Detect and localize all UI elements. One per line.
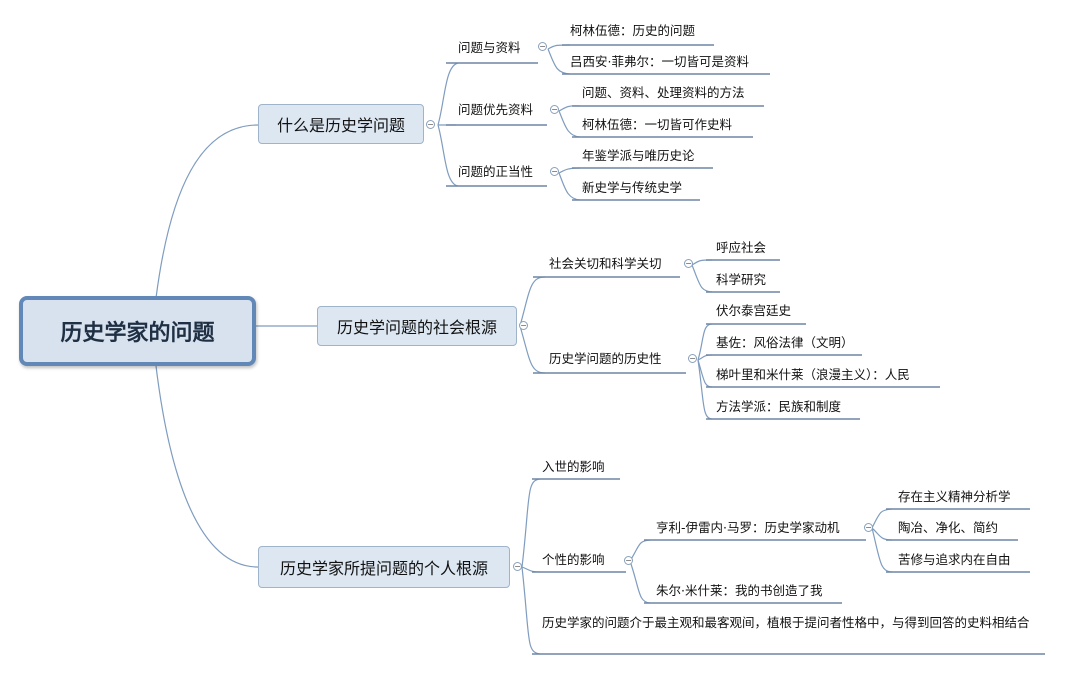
node-social-scientific-concern[interactable]: 社会关切和科学关切 — [549, 256, 662, 271]
node-cultivate-purify-simplify[interactable]: 陶冶、净化、简约 — [898, 520, 999, 535]
node-guizot-civilization[interactable]: 基佐：风俗法律（文明） — [716, 335, 854, 350]
node-personality-influence[interactable]: 个性的影响 — [542, 552, 605, 567]
collapse-toggle-icon[interactable]: − — [688, 354, 697, 363]
node-collingwood-history-question[interactable]: 柯林伍德：历史的问题 — [570, 23, 696, 38]
collapse-toggle-icon[interactable]: − — [426, 120, 435, 129]
collapse-toggle-icon[interactable]: − — [624, 556, 633, 565]
collapse-toggle-icon[interactable]: − — [684, 259, 693, 268]
node-michelet-books-made-me[interactable]: 朱尔·米什莱：我的书创造了我 — [656, 583, 823, 598]
node-scientific-research[interactable]: 科学研究 — [716, 272, 767, 287]
branch-what-is-history-question[interactable]: 什么是历史学问题 — [258, 104, 424, 144]
node-worldly-influence[interactable]: 入世的影响 — [542, 459, 605, 474]
branch-label: 历史学问题的社会根源 — [336, 318, 497, 337]
node-new-vs-traditional-history[interactable]: 新史学与传统史学 — [582, 180, 683, 195]
node-febvre-all-sources[interactable]: 吕西安·菲弗尔：一切皆可是资料 — [570, 54, 749, 69]
node-annales-historicism[interactable]: 年鉴学派与唯历史论 — [582, 148, 695, 163]
branch-label: 什么是历史学问题 — [276, 116, 405, 135]
root-label: 历史学家的问题 — [60, 321, 215, 346]
node-marrou-motivation[interactable]: 亨利-伊雷内·马罗：历史学家动机 — [656, 520, 840, 535]
node-question-legitimacy[interactable]: 问题的正当性 — [458, 164, 534, 179]
branch-personal-roots[interactable]: 历史学家所提问题的个人根源 — [258, 546, 510, 588]
node-asceticism-inner-freedom[interactable]: 苦修与追求内在自由 — [898, 552, 1011, 567]
collapse-toggle-icon[interactable]: − — [513, 562, 522, 571]
node-question-sources-method[interactable]: 问题、资料、处理资料的方法 — [582, 85, 745, 100]
node-subjective-objective-summary[interactable]: 历史学家的问题介于最主观和最客观间，植根于提问者性格中，与得到回答的史料相结合 — [542, 615, 1030, 630]
node-existential-psychoanalysis[interactable]: 存在主义精神分析学 — [898, 489, 1011, 504]
collapse-toggle-icon[interactable]: − — [538, 42, 547, 51]
branch-social-roots[interactable]: 历史学问题的社会根源 — [317, 306, 517, 346]
collapse-toggle-icon[interactable]: − — [550, 105, 559, 114]
root-node[interactable]: 历史学家的问题 — [19, 296, 256, 366]
collapse-toggle-icon[interactable]: − — [519, 321, 528, 330]
node-question-and-sources[interactable]: 问题与资料 — [458, 40, 521, 55]
node-methodical-school[interactable]: 方法学派：民族和制度 — [716, 399, 842, 414]
node-thierry-michelet-people[interactable]: 梯叶里和米什莱（浪漫主义）：人民 — [716, 367, 910, 382]
node-historicity-of-questions[interactable]: 历史学问题的历史性 — [549, 351, 662, 366]
collapse-toggle-icon[interactable]: − — [864, 523, 873, 532]
node-collingwood-all-evidence[interactable]: 柯林伍德：一切皆可作史料 — [582, 117, 733, 132]
node-question-before-sources[interactable]: 问题优先资料 — [458, 102, 534, 117]
branch-label: 历史学家所提问题的个人根源 — [279, 559, 488, 578]
collapse-toggle-icon[interactable]: − — [550, 167, 559, 176]
node-voltaire-court-history[interactable]: 伏尔泰宫廷史 — [716, 303, 792, 318]
node-respond-society[interactable]: 呼应社会 — [716, 240, 767, 255]
